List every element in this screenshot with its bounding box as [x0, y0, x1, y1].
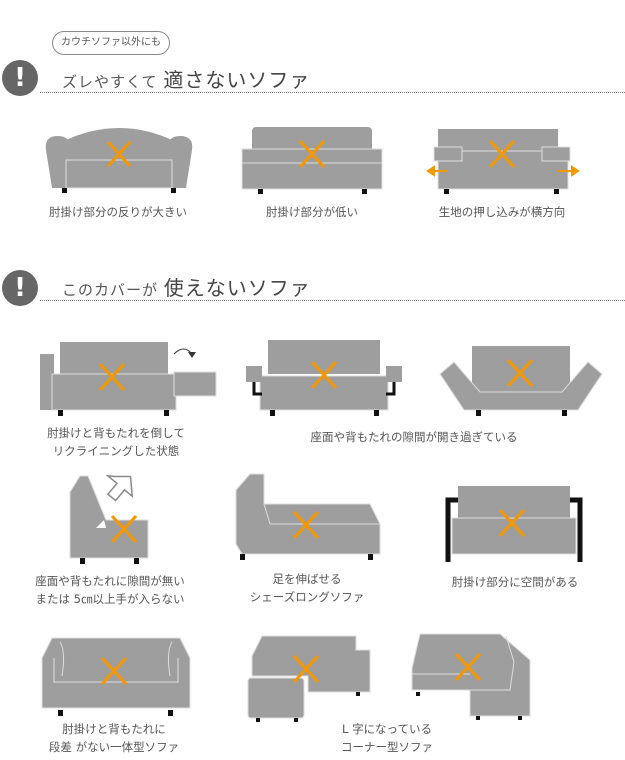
- exclamation-icon: !: [2, 60, 38, 96]
- cross-icon: [310, 360, 338, 390]
- caption-line: 足を伸ばせる: [272, 572, 342, 586]
- sofa-wide-gaps: [246, 340, 402, 416]
- title-prefix: このカバーが: [62, 281, 159, 299]
- divider: [40, 300, 625, 301]
- divider: [40, 92, 625, 93]
- title-emphasis: 使えないソファ: [163, 276, 311, 300]
- sofa-corner-right: [411, 633, 531, 720]
- cross-icon: [298, 139, 326, 169]
- cross-icon: [106, 140, 132, 168]
- section2-title: このカバーが 使えないソファ: [62, 272, 311, 301]
- caption-line: 肘掛けと背もたれを倒して: [47, 426, 185, 440]
- speech-bubble: カウチソファ以外にも: [52, 31, 170, 55]
- cross-icon: [498, 508, 526, 538]
- sofa-open-arms: [439, 346, 603, 416]
- caption: 肘掛け部分が低い: [266, 205, 358, 219]
- sofa-chaise-longue: [235, 473, 381, 560]
- section1-title: ズレやすくて 適さないソファ: [62, 64, 310, 93]
- sofa-reclined: [40, 342, 217, 416]
- caption-line: コーナー型ソファ: [341, 740, 433, 754]
- sofa-open-frame-arms: [445, 486, 583, 562]
- caption: 生地の押し込みが横方向: [438, 205, 566, 219]
- cross-icon: [98, 362, 126, 392]
- caption: 肘掛けと背もたれに段差 がない一体型ソファ: [49, 720, 179, 756]
- sofa-low-arms: [241, 127, 383, 194]
- caption: 座面や背もたれの隙間が開き過ぎている: [310, 430, 518, 444]
- caption: 肘掛けと背もたれを倒してリクライニングした状態: [47, 424, 185, 460]
- cross-icon: [110, 514, 138, 544]
- caption: 肘掛け部分に空間がある: [451, 575, 579, 589]
- arrow-icon: [426, 165, 580, 177]
- sofa-one-piece: [41, 637, 191, 716]
- caption-line: 段差 がない一体型ソファ: [48, 740, 180, 754]
- sofa-no-gap: [69, 474, 149, 564]
- caption-line: 肘掛けと背もたれに: [62, 722, 166, 736]
- sofa-horizontal-tuck: [426, 129, 580, 194]
- caption-line: リクライニングした状態: [52, 444, 180, 458]
- cross-icon: [100, 656, 128, 686]
- caption: L 字になっているコーナー型ソファ: [341, 720, 433, 756]
- cross-icon: [488, 139, 516, 169]
- caption: 肘掛け部分の反りが大きい: [49, 205, 187, 219]
- caption-line: または 5㎝以上手が入らない: [35, 592, 185, 606]
- caption: 座面や背もたれに隙間が無いまたは 5㎝以上手が入らない: [35, 572, 185, 608]
- exclamation-icon: !: [2, 270, 38, 306]
- sofa-corner-left: [247, 635, 371, 722]
- sofa-curved-arms: [45, 128, 193, 193]
- caption: 足を伸ばせるシェーズロングソファ: [250, 570, 364, 606]
- caption-line: L 字になっている: [342, 722, 432, 736]
- caption-line: シェーズロングソファ: [249, 590, 365, 604]
- cross-icon: [454, 652, 482, 682]
- cross-icon: [506, 358, 534, 388]
- caption-line: 座面や背もたれに隙間が無い: [35, 574, 185, 588]
- title-emphasis: 適さないソファ: [163, 68, 311, 92]
- cross-icon: [292, 654, 320, 684]
- cross-icon: [292, 510, 320, 540]
- title-prefix: ズレやすくて: [62, 73, 158, 91]
